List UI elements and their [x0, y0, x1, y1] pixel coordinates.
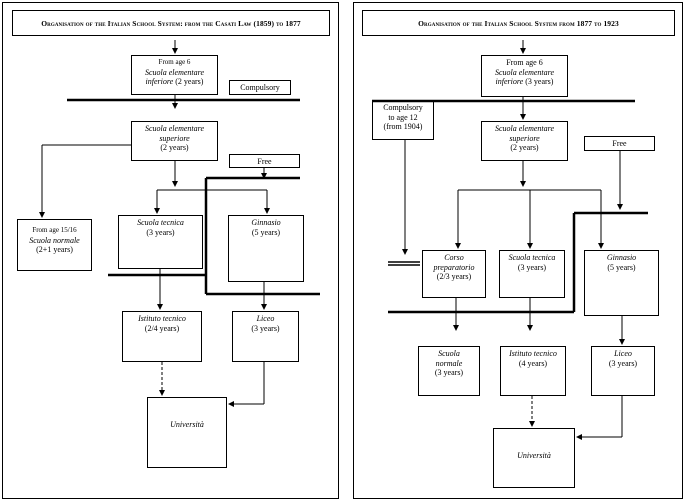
left-inferiore-name2: inferiore [145, 77, 174, 86]
left-box-scuola-tecnica: Scuola tecnica (3 years) [118, 215, 203, 269]
right-istituto-detail: (4 years) [518, 358, 548, 368]
right-inferiore-age: From age 6 [506, 58, 543, 67]
right-superiore-name: Scuola elementare [494, 124, 554, 133]
left-normale-age: From age 15/16 [32, 226, 77, 234]
right-ginnasio-detail: (5 years) [607, 262, 636, 272]
left-box-scuola-elementare-inferiore: From age 6 Scuola elementare inferiore (… [131, 55, 218, 95]
right-box-scuola-elementare-superiore: Scuola elementare superiore (2 years) [481, 121, 568, 161]
right-inferiore-name: Scuola elementare [494, 67, 554, 77]
left-panel-title: Organisation of the Italian School Syste… [12, 10, 330, 36]
left-box-scuola-normale: From age 15/16 Scuola normale (2+1 years… [17, 219, 92, 271]
left-box-scuola-elementare-superiore: Scuola elementare superiore (2 years) [131, 121, 218, 161]
left-inferiore-name: Scuola elementare [144, 67, 204, 77]
right-compulsory-line3: (from 1904) [383, 122, 423, 131]
right-box-ginnasio: Ginnasio (5 years) [584, 250, 659, 316]
right-box-liceo: Liceo (3 years) [591, 346, 655, 396]
left-box-liceo: Liceo (3 years) [232, 311, 299, 362]
left-liceo-detail: (3 years) [251, 323, 280, 333]
right-inferiore-detail: (3 years) [525, 77, 554, 86]
left-normale-name: Scuola normale [29, 235, 80, 245]
right-box-universita: Università [493, 428, 575, 488]
left-inferiore-detail: (2 years) [175, 77, 204, 86]
left-superiore-detail: (2 years) [160, 143, 189, 152]
left-istituto-detail: (2/4 years) [144, 323, 180, 333]
right-corso-detail: (2/3 years) [436, 272, 472, 281]
right-free-tag: Free [584, 136, 655, 151]
left-universita-name: Università [170, 420, 204, 429]
right-liceo-name: Liceo [614, 349, 632, 358]
left-superiore-name2: superiore [159, 133, 190, 143]
left-compulsory-tag: Compulsory [229, 80, 291, 95]
left-istituto-name: Istituto tecnico [138, 314, 186, 323]
right-box-scuola-elementare-inferiore: From age 6 Scuola elementare inferiore (… [481, 55, 568, 97]
left-box-ginnasio: Ginnasio (5 years) [228, 215, 304, 282]
left-ginnasio-name: Ginnasio [251, 218, 281, 227]
left-tecnica-name: Scuola tecnica [137, 218, 184, 227]
right-normale-name: Scuola [438, 349, 460, 358]
right-normale-detail: (3 years) [434, 368, 464, 377]
left-tecnica-detail: (3 years) [146, 227, 175, 237]
right-istituto-name: Istituto tecnico [509, 349, 557, 358]
right-box-scuola-tecnica: Scuola tecnica (3 years) [499, 250, 565, 298]
right-ginnasio-name: Ginnasio [606, 253, 637, 262]
right-compulsory-line2: to age 12 [388, 112, 418, 122]
right-corso-name2: preparatorio [433, 262, 475, 272]
right-superiore-name2: superiore [509, 133, 540, 143]
left-normale-detail: (2+1 years) [36, 245, 73, 254]
left-liceo-name: Liceo [256, 314, 275, 323]
left-superiore-name: Scuola elementare [144, 124, 204, 133]
left-inferiore-age: From age 6 [158, 58, 191, 66]
right-compulsory-line1: Compulsory [383, 103, 423, 112]
left-box-universita: Università [147, 397, 227, 468]
right-box-istituto-tecnico: Istituto tecnico (4 years) [500, 346, 566, 396]
right-box-scuola-normale: Scuola normale (3 years) [418, 346, 480, 396]
left-free-tag: Free [229, 154, 300, 168]
left-box-istituto-tecnico: Istituto tecnico (2/4 years) [122, 311, 202, 362]
right-superiore-detail: (2 years) [510, 143, 539, 152]
right-corso-name: Corso [444, 253, 464, 262]
right-normale-name2: normale [435, 358, 463, 368]
right-tecnica-detail: (3 years) [517, 262, 547, 272]
left-ginnasio-detail: (5 years) [251, 227, 281, 237]
right-inferiore-name2: inferiore [495, 77, 524, 86]
right-universita-name: Università [517, 451, 551, 460]
right-liceo-detail: (3 years) [608, 358, 638, 368]
right-panel-title: Organisation of the Italian School Syste… [362, 10, 675, 36]
right-tecnica-name: Scuola tecnica [508, 253, 556, 262]
right-box-corso-preparatorio: Corso preparatorio (2/3 years) [422, 250, 486, 298]
